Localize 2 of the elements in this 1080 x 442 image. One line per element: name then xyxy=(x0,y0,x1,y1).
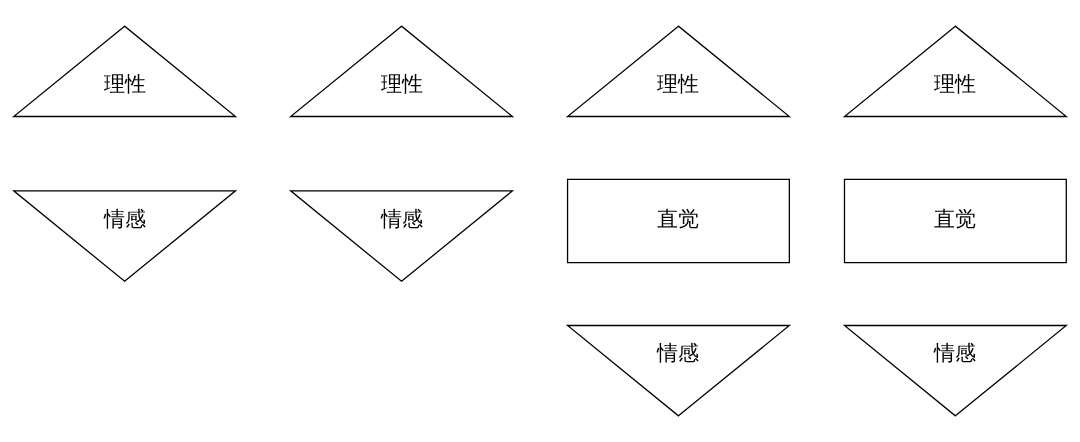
node-box: 直觉 xyxy=(566,178,790,264)
node-box: 直觉 xyxy=(843,178,1067,264)
